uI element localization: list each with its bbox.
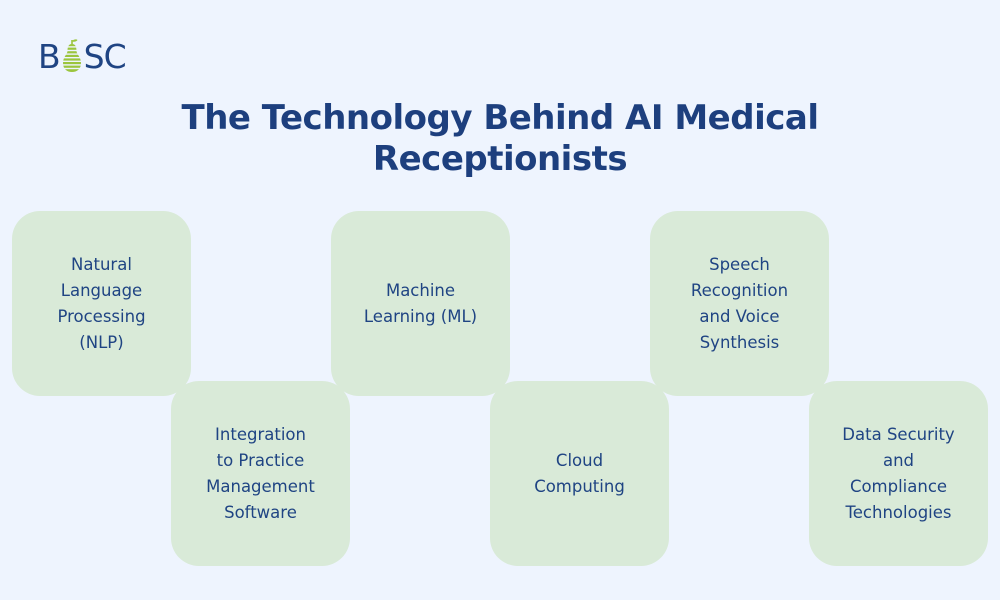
card-label: Cloud Computing [534, 450, 625, 496]
card-label: Integration to Practice Management Softw… [206, 424, 315, 522]
card-label: Machine Learning (ML) [363, 280, 478, 326]
logo: B SC [38, 36, 128, 76]
card-speech-recognition: Speech Recognition and Voice Synthesis [650, 211, 829, 396]
page-title: The Technology Behind AI Medical Recepti… [0, 98, 1000, 180]
card-nlp: Natural Language Processing (NLP) [12, 211, 191, 396]
card-label: Natural Language Processing (NLP) [57, 254, 146, 352]
card-label: Data Security and Compliance Technologie… [842, 424, 955, 522]
card-label: Speech Recognition and Voice Synthesis [690, 254, 789, 352]
logo-letter-b: B [38, 36, 61, 76]
card-cloud-computing: Cloud Computing [490, 381, 669, 566]
logo-letters-sc: SC [83, 36, 127, 76]
title-line-2: Receptionists [372, 139, 628, 179]
card-machine-learning: Machine Learning (ML) [331, 211, 510, 396]
card-data-security: Data Security and Compliance Technologie… [809, 381, 988, 566]
card-integration: Integration to Practice Management Softw… [171, 381, 350, 566]
pear-icon [62, 39, 81, 72]
title-line-1: The Technology Behind AI Medical [181, 98, 819, 138]
